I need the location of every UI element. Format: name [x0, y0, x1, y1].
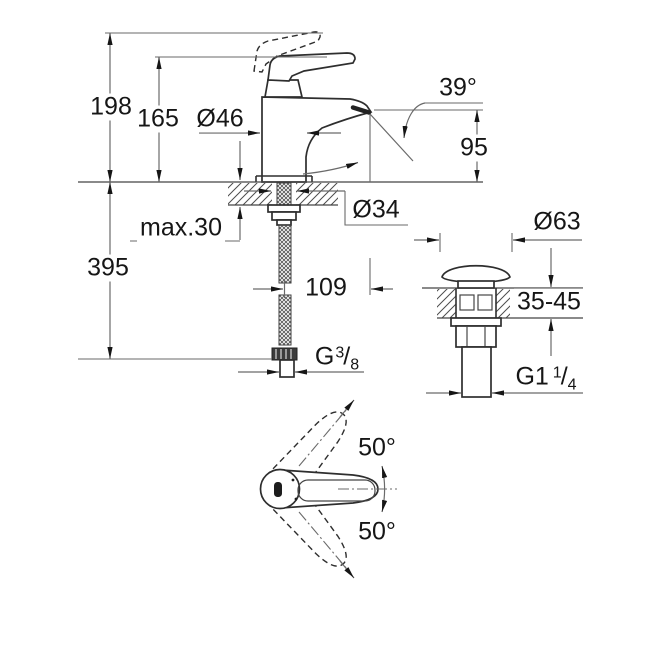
hose-thread-end: [279, 359, 295, 378]
lever-handle-raised-dashed: [253, 31, 321, 73]
thread-prefix: G: [314, 342, 335, 371]
faucet-side-view: [78, 31, 483, 378]
drain-body: [441, 264, 511, 398]
dim-body-height-label: 165: [134, 105, 182, 133]
dim-spout-projection-label: 109: [302, 274, 350, 302]
drain-washer: [450, 317, 502, 327]
dim-drain-cap-label: Ø63: [530, 208, 584, 236]
lever-slot: [274, 482, 282, 497]
drain-dimensions: [414, 233, 583, 396]
dim-hole-diameter-label: Ø34: [349, 196, 403, 224]
dim-body-diameter-label: Ø46: [193, 105, 247, 133]
dim-spout-height-label: 95: [457, 134, 491, 162]
thread-slash: /: [343, 342, 351, 371]
supply-hose: [271, 224, 298, 378]
overflow-window: [459, 294, 475, 311]
dim-swivel-up-label: 50°: [355, 434, 399, 462]
dim-max-thickness-label: max.30: [137, 214, 225, 242]
thread-denominator: 4: [567, 376, 577, 394]
dim-spray-angle-label: 39°: [436, 74, 480, 102]
centerline-up: [298, 408, 348, 467]
handle-top-view: [254, 399, 397, 582]
faucet-body: [255, 96, 373, 183]
lever-top-face: [297, 479, 376, 502]
drain-nut: [455, 325, 497, 348]
dim-deck-range-label: 35-45: [514, 288, 584, 316]
overflow-window: [477, 294, 493, 311]
dim-hose-length-label: 395: [84, 254, 132, 282]
drain-cap: [441, 264, 511, 284]
centerline-down: [298, 511, 348, 570]
thread-prefix: G1: [515, 362, 549, 391]
thread-numerator: 1: [552, 364, 562, 382]
thread-denominator: 8: [350, 356, 360, 374]
dim-supply-thread-label: G3/8: [311, 342, 363, 374]
dim-total-height-label: 198: [87, 93, 135, 121]
dim-swivel-down-label: 50°: [355, 518, 399, 546]
swivel-arc: [381, 465, 388, 513]
lever-handle-side: [253, 31, 356, 98]
mounting-shank: [267, 182, 301, 226]
drain-tailpipe: [461, 346, 492, 398]
thread-slash: /: [560, 362, 568, 391]
thread-numerator: 3: [335, 344, 345, 362]
spray-direction: [302, 102, 426, 175]
drain-assembly-view: [414, 233, 583, 398]
aerator: [350, 105, 372, 115]
dimension-lines: [107, 33, 480, 375]
